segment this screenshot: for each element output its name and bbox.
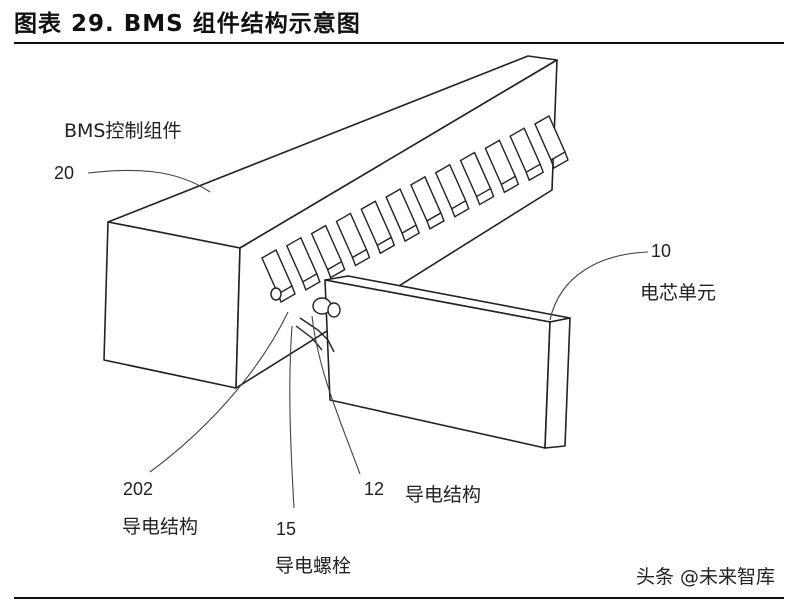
- leader-12: [311, 315, 361, 475]
- leader-202: [149, 311, 289, 473]
- terminal-tab-edge: [326, 261, 346, 279]
- bolt-nut: [327, 302, 341, 318]
- cell-unit-side: [544, 317, 571, 449]
- terminal-tab-edge: [525, 163, 545, 182]
- number-15: 15: [276, 519, 297, 539]
- number-12: 12: [364, 479, 385, 499]
- terminal-tab-edge: [500, 176, 520, 194]
- label-cell-unit: 电芯单元: [640, 282, 717, 304]
- leader-cell: [549, 251, 649, 321]
- terminal-tab-edge: [401, 224, 420, 243]
- number-20: 20: [54, 163, 75, 183]
- leader-15: [289, 325, 295, 509]
- terminal-tab-edge: [451, 200, 470, 218]
- watermark: 头条 @未来智库: [636, 566, 776, 588]
- label-conductive-structure-left: 导电结构: [122, 516, 199, 538]
- terminal-tab-edge: [351, 249, 371, 267]
- terminal-tab-edge: [376, 237, 396, 255]
- label-conductive-structure-right: 导电结构: [405, 484, 482, 506]
- label-conductive-bolt: 导电螺栓: [275, 555, 352, 577]
- left-bolt: [270, 287, 282, 301]
- terminal-tab-edge: [302, 273, 321, 291]
- label-bms-component: BMS控制组件: [64, 120, 182, 142]
- number-10: 10: [651, 241, 672, 261]
- bottom-rule: [14, 597, 784, 599]
- cell-unit-front: [324, 279, 551, 449]
- figure-title: 图表 29. BMS 组件结构示意图: [14, 11, 361, 37]
- terminal-tab-edge: [475, 188, 495, 206]
- conductive-strip: [299, 317, 335, 353]
- terminal-tab-edge: [426, 212, 445, 230]
- terminal-tabs: [261, 115, 569, 304]
- number-202: 202: [123, 479, 154, 499]
- terminal-tab-edge: [550, 151, 569, 170]
- top-rule: [14, 42, 784, 44]
- leader-bms: [87, 169, 211, 193]
- bms-box-front: [103, 221, 241, 389]
